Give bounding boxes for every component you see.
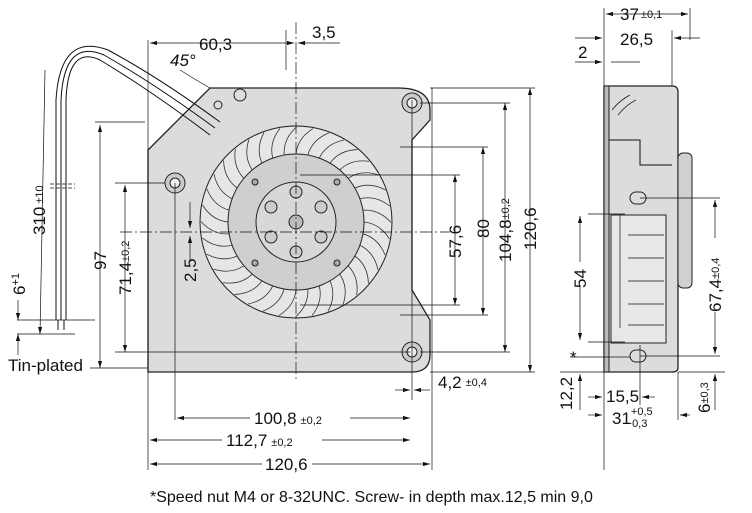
side-view: 37±0,1 26,5 2 54 67,4±0,4 * 12,2 15,5 31… bbox=[557, 5, 725, 470]
dim-54: 54 bbox=[571, 269, 590, 288]
impeller-blade bbox=[246, 139, 253, 171]
side-outlet bbox=[610, 214, 667, 344]
impeller-blade bbox=[234, 148, 245, 179]
impeller-blade bbox=[200, 221, 230, 235]
dim-12-2: 12,2 bbox=[557, 377, 576, 410]
impeller-blade bbox=[339, 273, 346, 305]
dim-120-6-vertical: 120,6 bbox=[521, 207, 540, 250]
impeller-blade bbox=[206, 253, 238, 260]
footnote: *Speed nut M4 or 8-32UNC. Screw- in dept… bbox=[150, 489, 593, 506]
dim-strip-length: 6+1 bbox=[10, 273, 29, 295]
impeller-blade bbox=[347, 172, 379, 179]
dim-57-6: 57,6 bbox=[446, 225, 465, 258]
front-view: 60,3 3,5 45° 310±10 6+1 97 71,4±0,2 2,5 … bbox=[8, 22, 540, 474]
dim-100-8: 100,8±0,2 bbox=[254, 409, 322, 428]
impeller-blade bbox=[262, 288, 285, 312]
impeller-blade bbox=[347, 265, 358, 296]
impeller-blade bbox=[271, 128, 281, 159]
impeller-blade bbox=[223, 160, 238, 189]
dim-120-6-horizontal: 120,6 bbox=[265, 455, 308, 474]
impeller-blade bbox=[359, 197, 390, 207]
motor-boss bbox=[677, 152, 693, 289]
impeller-blade bbox=[213, 265, 245, 272]
impeller-blade bbox=[247, 285, 274, 305]
dim-3-5: 3,5 bbox=[312, 23, 336, 42]
angle-45: 45° bbox=[170, 51, 196, 70]
hub-screws bbox=[251, 178, 341, 267]
tin-plated-label: Tin-plated bbox=[8, 356, 83, 375]
speed-nut-asterisk: * bbox=[570, 348, 577, 367]
impeller-blade bbox=[311, 285, 321, 316]
dim-15-5: 15,5 bbox=[606, 387, 639, 406]
dim-2: 2 bbox=[578, 43, 587, 62]
dim-67-4: 67,4±0,4 bbox=[706, 258, 725, 312]
impeller-blade bbox=[354, 255, 369, 284]
impeller-blade bbox=[339, 160, 370, 171]
dim-60-3: 60,3 bbox=[199, 35, 232, 54]
impeller-blade bbox=[295, 288, 309, 318]
impeller-blade bbox=[354, 184, 386, 191]
impeller-blade bbox=[329, 149, 358, 164]
impeller-blade bbox=[362, 209, 392, 223]
dim-112-7: 112,7±0,2 bbox=[226, 431, 293, 450]
impeller-blade bbox=[283, 126, 297, 156]
impeller-blade bbox=[362, 233, 386, 256]
impeller-blade bbox=[278, 289, 297, 316]
impeller-blade bbox=[222, 273, 253, 284]
impeller-blade bbox=[258, 132, 265, 164]
cable bbox=[50, 45, 221, 330]
dim-cable-length: 310±10 bbox=[30, 185, 49, 235]
impeller-blade bbox=[327, 280, 334, 312]
impeller-blade bbox=[202, 237, 233, 247]
impeller-blade bbox=[202, 204, 229, 223]
impeller-blades bbox=[200, 126, 392, 318]
impeller-blade bbox=[359, 244, 379, 271]
impeller-blade bbox=[206, 188, 230, 211]
impeller-blade bbox=[295, 128, 314, 155]
impeller-blade bbox=[213, 173, 233, 200]
ground-symbol bbox=[213, 88, 247, 110]
impeller-blade bbox=[234, 280, 263, 295]
dim-26-5: 26,5 bbox=[620, 30, 653, 49]
dim-80: 80 bbox=[474, 219, 493, 238]
dim-71-4: 71,4±0,2 bbox=[116, 241, 135, 295]
dim-31: 31+0,5−0,3 bbox=[612, 406, 653, 430]
dim-37: 37±0,1 bbox=[620, 5, 662, 24]
dim-97: 97 bbox=[91, 251, 110, 270]
dim-2-5: 2,5 bbox=[181, 258, 200, 282]
impeller-blade bbox=[307, 132, 330, 156]
dim-6: 6±0,3 bbox=[695, 382, 714, 413]
dim-4-2: 4,2±0,4 bbox=[438, 373, 487, 392]
impeller-blade bbox=[318, 139, 345, 159]
dim-104-8: 104,8±0,2 bbox=[496, 198, 515, 262]
impeller-blade bbox=[363, 221, 390, 240]
